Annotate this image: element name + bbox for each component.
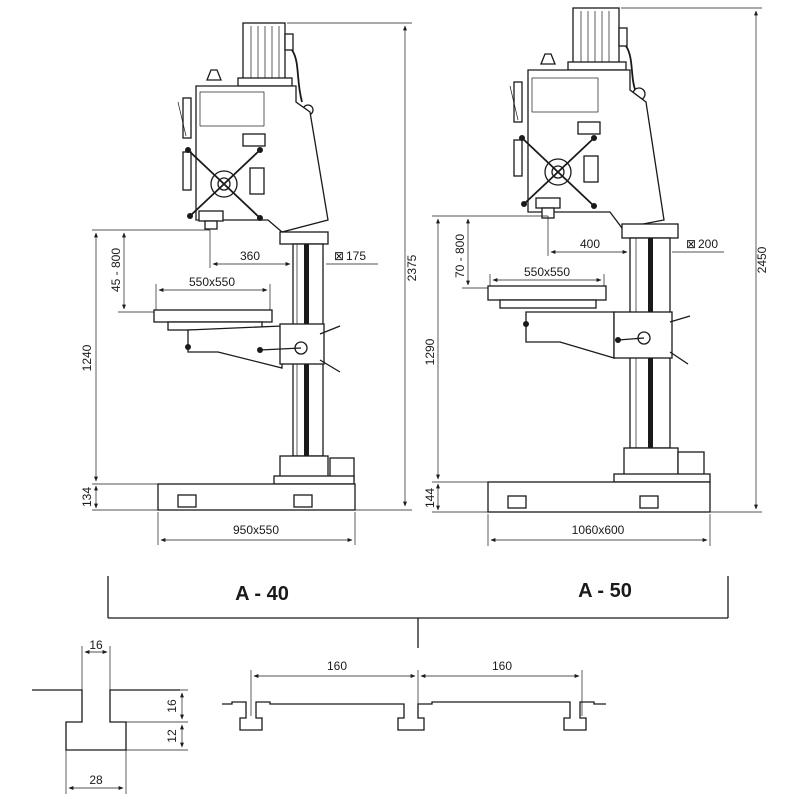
head-height-label: 12 xyxy=(165,729,179,743)
depth-gauge xyxy=(577,121,601,135)
base-size-label: 1060x600 xyxy=(572,523,625,537)
tslot-profile xyxy=(32,646,188,794)
column-collar xyxy=(279,231,329,245)
column-diameter-label: 200 xyxy=(698,237,718,251)
column-distance-label: 360 xyxy=(240,249,260,263)
total-height-label: 2450 xyxy=(755,246,769,273)
model-label-a50: A - 50 xyxy=(578,580,632,602)
base-size-label: 950x550 xyxy=(233,523,279,537)
base-height-label: 134 xyxy=(80,487,94,507)
table-arm xyxy=(187,325,283,369)
model-bracket xyxy=(107,576,729,648)
drill-press-a40 xyxy=(153,22,356,511)
base-height-label: 144 xyxy=(423,488,437,508)
total-height-label: 2375 xyxy=(405,254,419,281)
table-size-label: 550x550 xyxy=(524,265,570,279)
table-size-label: 550x550 xyxy=(189,275,235,289)
neck-depth-label: 16 xyxy=(165,699,179,713)
motor xyxy=(572,7,620,67)
column-diameter-symbol: ⊠ xyxy=(334,249,344,263)
slot-spacing-left: 160 xyxy=(327,659,347,673)
depth-gauge xyxy=(242,133,266,147)
max-spindle-base-label: 1240 xyxy=(80,344,94,371)
spindle-table-range-label: 70 - 800 xyxy=(453,234,467,278)
spindle xyxy=(204,220,218,230)
drill-press-a50 xyxy=(487,7,711,513)
motor xyxy=(242,22,286,84)
column-collar xyxy=(621,223,679,239)
tslot-table-section xyxy=(222,670,606,731)
slot-spacing-right: 160 xyxy=(492,659,512,673)
drill-head xyxy=(527,69,665,229)
slot-width-label: 16 xyxy=(89,638,103,652)
column-distance-label: 400 xyxy=(580,237,600,251)
dimensions-a40 xyxy=(92,22,412,545)
column-diameter-label: 175 xyxy=(346,249,366,263)
column-base xyxy=(623,447,679,479)
spindle-table-range-label: 45 - 800 xyxy=(109,248,123,292)
column-diameter-symbol: ⊠ xyxy=(686,237,696,251)
model-label-a40: A - 40 xyxy=(235,583,289,605)
dimensions-a50 xyxy=(432,7,762,546)
max-spindle-base-label: 1290 xyxy=(423,338,437,365)
table-arm xyxy=(525,311,615,359)
work-table xyxy=(153,309,273,323)
work-table xyxy=(487,285,607,301)
coolant-pump xyxy=(677,451,705,477)
head-width-label: 28 xyxy=(89,773,103,787)
